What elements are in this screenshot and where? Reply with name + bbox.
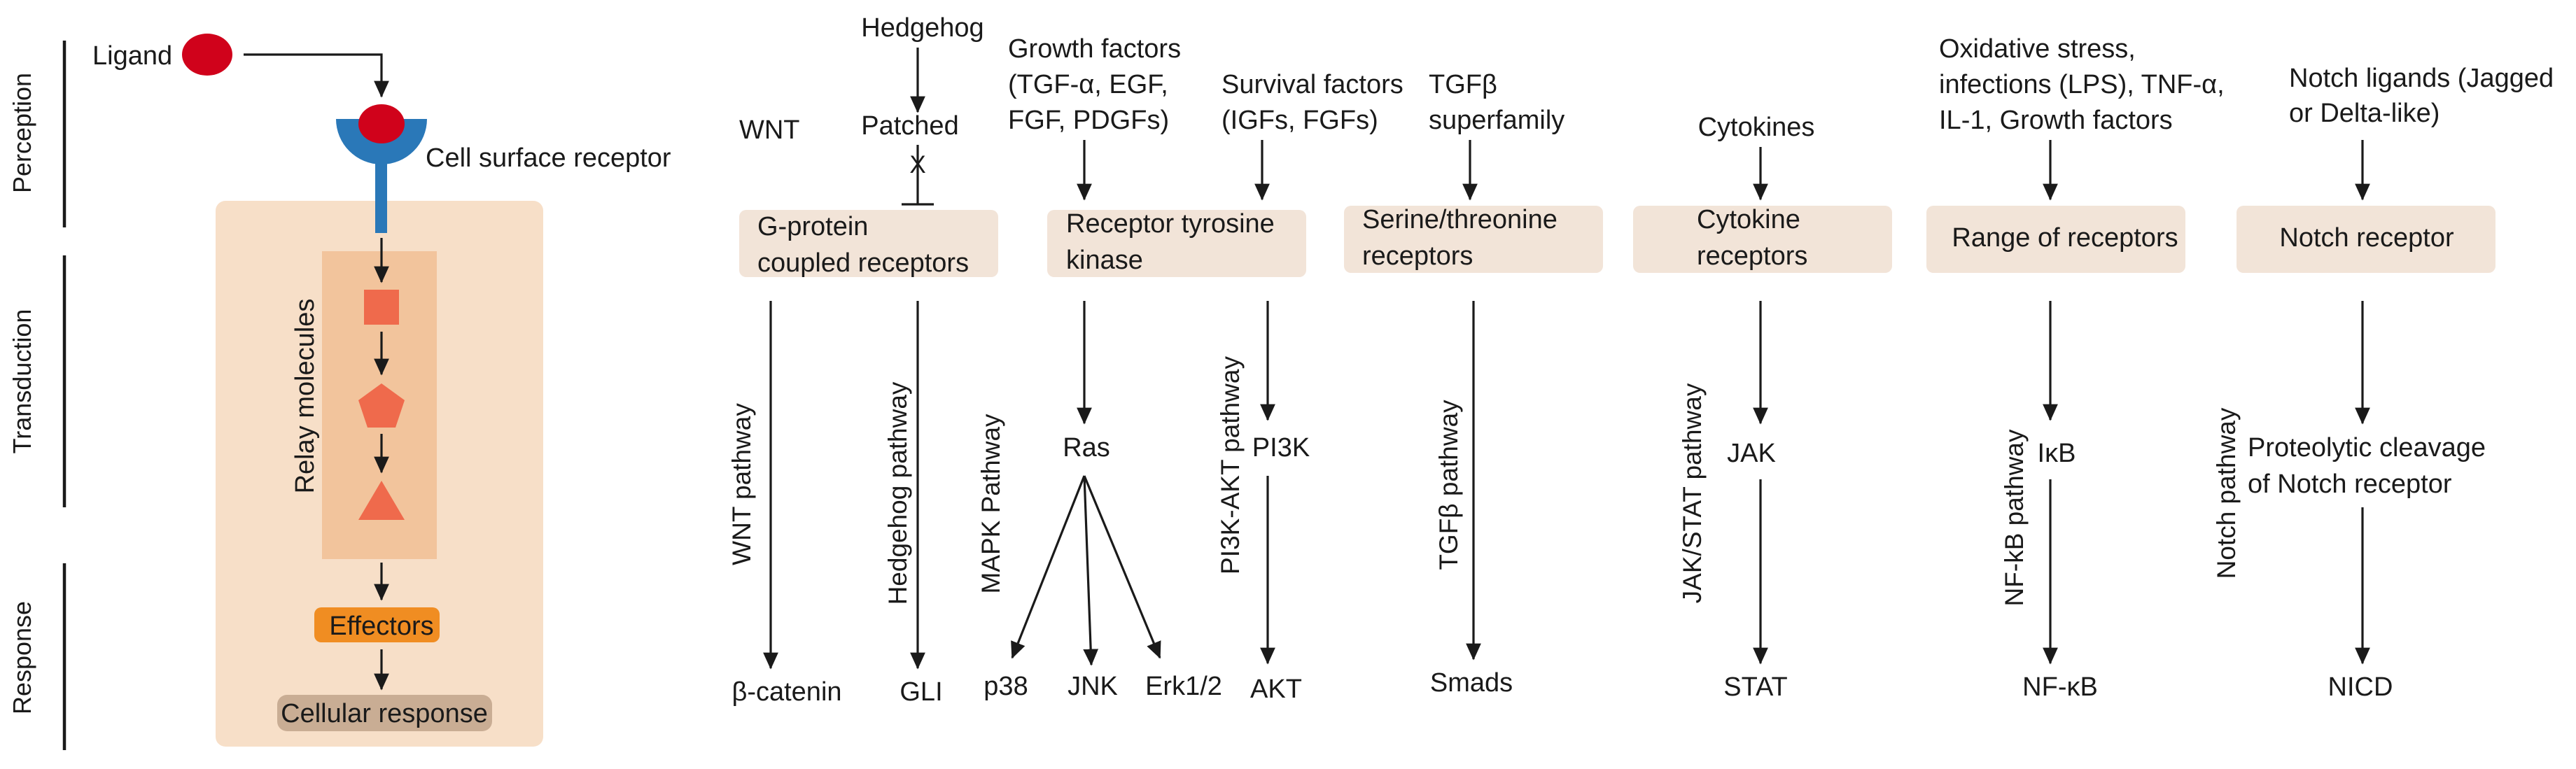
cellular-response-box [277,695,492,731]
jakstat-receptor-box [1633,206,1892,273]
mapk-receptor-box [1047,210,1306,277]
tgfb-receptor-line2: receptors [1362,241,1473,271]
wnt-pathway: WNT G-protein coupled receptors WNT path… [727,115,998,707]
nfkb-input-line3: IL-1, Growth factors [1939,106,2173,135]
hedgehog-pathway: Hedgehog Patched X Hedgehog pathway GLI [861,13,983,707]
pi3k-akt-pathway: Survival factors (IGFs, FGFs) PI3K-AKT p… [1216,70,1404,704]
stage-perception: Perception [8,73,36,193]
mapk-ras: Ras [1063,433,1110,463]
bound-ligand [358,104,405,143]
hedgehog-block-mark: X [909,151,925,178]
cellular-response-label: Cellular response [281,699,488,728]
relay-triangle [358,481,405,520]
receptor-label: Cell surface receptor [426,143,671,173]
receptor-stem [375,150,387,233]
mapk-arrow-p38 [1011,475,1086,659]
mapk-output-p38: p38 [983,672,1028,701]
notch-pathway-label: Notch pathway [2212,407,2241,579]
tgfb-input-line2: superfamily [1429,106,1564,135]
mapk-input-line2: (TGF-α, EGF, [1008,70,1168,99]
pi3k-input-line2: (IGFs, FGFs) [1222,106,1378,135]
mapk-input-line1: Growth factors [1008,34,1181,64]
jakstat-receptor-line2: receptors [1697,241,1807,271]
notch-intermediate-line2: of Notch receptor [2248,470,2452,499]
hedgehog-patched: Patched [861,111,958,141]
tgfb-pathway: TGFβ superfamily Serine/threonine recept… [1344,70,1603,698]
mapk-pathway: Growth factors (TGF-α, EGF, FGF, PDGFs) … [976,34,1306,701]
stage-column: Perception Transduction Response [8,41,66,750]
pi3k-output: AKT [1250,675,1302,704]
nfkb-ikb: IκB [2038,439,2076,468]
nfkb-receptor-box [1926,206,2185,273]
effectors-label: Effectors [329,612,433,641]
wnt-input: WNT [739,115,800,145]
hedgehog-output: GLI [899,677,942,707]
wnt-pathway-label: WNT pathway [727,403,756,565]
mapk-output-erk: Erk1/2 [1145,672,1222,701]
mapk-arrow-erk [1083,475,1161,659]
nfkb-input-line2: infections (LPS), TNF-α, [1939,70,2225,99]
ligand-molecule [182,34,232,76]
nf-kb-pathway: Oxidative stress, infections (LPS), TNF-… [1926,34,2225,702]
notch-receptor: Notch receptor [2279,223,2454,253]
nfkb-receptor: Range of receptors [1952,223,2178,253]
notch-output: NICD [2328,672,2393,702]
wnt-output: β-catenin [732,677,841,707]
jakstat-output: STAT [1723,672,1787,702]
relay-pentagon [358,383,405,428]
mapk-pathway-label: MAPK Pathway [976,414,1005,594]
jakstat-jak: JAK [1727,439,1776,468]
ligand-label: Ligand [92,41,172,71]
stage-transduction: Transduction [8,309,36,454]
relay-label: Relay molecules [290,299,320,494]
stage-response: Response [8,601,36,714]
mapk-arrow-jnk [1083,475,1099,666]
pi3k-input-line1: Survival factors [1222,70,1404,99]
tgfb-receptor-line1: Serine/threonine [1362,205,1558,234]
notch-pathway: Notch ligands (Jagged or Delta-like) Not… [2212,64,2554,702]
notch-receptor-box [2236,206,2496,273]
mapk-input-line3: FGF, PDGFs) [1008,106,1169,135]
tgfb-output: Smads [1430,668,1513,698]
nfkb-output: NF-κB [2022,672,2098,702]
mapk-receptor-line2: kinase [1066,246,1143,275]
ligand-arrow [244,53,389,98]
wnt-receptor-line1: G-protein [757,212,868,241]
signaling-overview: Ligand Cell surface receptor Relay molec… [92,34,671,747]
hedgehog-input: Hedgehog [861,13,983,43]
nfkb-pathway-label: NF-kB pathway [2000,429,2029,606]
jak-stat-pathway: Cytokines Cytokine receptors JAK/STAT pa… [1633,113,1892,702]
jakstat-pathway-label: JAK/STAT pathway [1678,383,1707,603]
pi3k-intermediate: PI3K [1252,433,1310,463]
relay-square [364,290,399,325]
tgfb-pathway-label: TGFβ pathway [1434,400,1463,570]
tgfb-receptor-box [1344,206,1603,273]
hedgehog-pathway-label: Hedgehog pathway [883,381,912,605]
wnt-receptor-box [739,210,998,277]
notch-intermediate-line1: Proteolytic cleavage [2248,433,2486,463]
mapk-output-jnk: JNK [1068,672,1118,701]
notch-input-line2: or Delta-like) [2289,99,2440,128]
effectors-box [314,607,440,642]
nfkb-input-line1: Oxidative stress, [1939,34,2136,64]
notch-input-line1: Notch ligands (Jagged [2289,64,2554,93]
jakstat-receptor-line1: Cytokine [1697,205,1800,234]
mapk-receptor-line1: Receptor tyrosine [1066,209,1275,239]
pi3k-pathway-label: PI3K-AKT pathway [1216,356,1245,574]
wnt-receptor-line2: coupled receptors [757,248,969,278]
tgfb-input-line1: TGFβ [1429,70,1497,99]
jakstat-input: Cytokines [1698,113,1815,142]
